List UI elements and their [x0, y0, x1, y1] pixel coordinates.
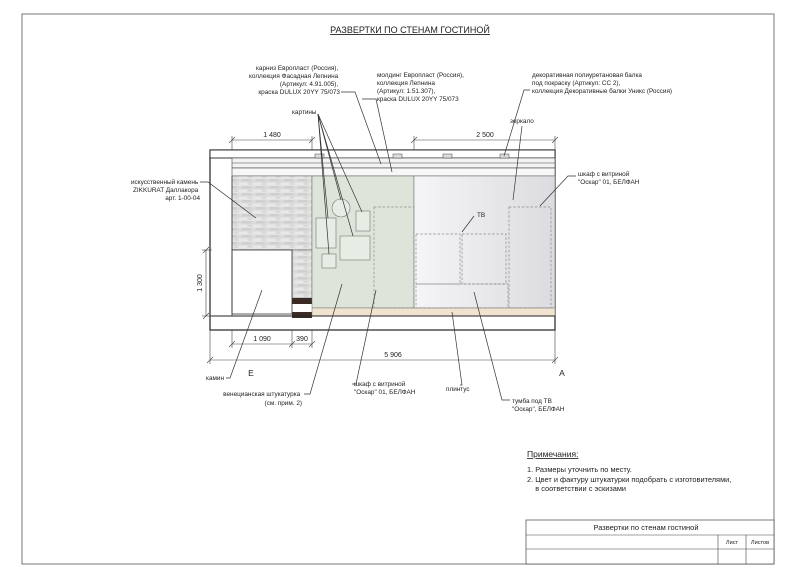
picture-frame	[315, 217, 337, 249]
notes-heading: Примечания:	[527, 449, 578, 459]
notes-list: 1. Размеры уточнить по месту. 2. Цвет и …	[527, 465, 733, 493]
stone-cladding	[231, 175, 313, 251]
spotlight	[442, 153, 453, 159]
cabinet-right-outline	[508, 206, 552, 309]
label-pictures: картины	[292, 109, 317, 116]
cabinet-left-outline	[373, 206, 415, 309]
leader-fireplace	[226, 289, 263, 379]
dim-height: 1 300	[197, 274, 204, 292]
leader-beam	[503, 89, 530, 157]
label-beam: декоративная полиуретановая балка под по…	[532, 71, 672, 95]
tv-stand-outline	[415, 283, 509, 309]
dim-bottom-a: 1 090	[253, 336, 271, 343]
dimension-lines: 1 480 2 500 1 300 1 090 390 5 906	[197, 132, 559, 364]
stamp-title: Развертки по стенам гостиной	[593, 523, 698, 532]
title-block: Развертки по стенам гостиной Лист Листов	[525, 519, 775, 565]
sheet-frame	[21, 13, 775, 565]
label-plinth: плинтус	[446, 386, 470, 393]
note-item: 1. Размеры уточнить по месту.	[527, 465, 632, 474]
dim-total: 5 906	[384, 352, 402, 359]
leader-plaster	[304, 283, 343, 395]
picture-frame	[355, 210, 371, 232]
dim-bottom-b: 390	[296, 336, 308, 343]
label-plaster: венецианская штукатурка (см. прим. 2)	[223, 391, 302, 407]
note-item: в соответствии с эскизами	[527, 484, 626, 493]
elevation-mark-left: Е	[248, 368, 254, 378]
wall-elevation	[209, 149, 556, 331]
tv-outline	[415, 233, 461, 285]
leader-plinth	[451, 311, 463, 386]
label-mirror: зеркало	[510, 118, 534, 125]
dim-top-left: 1 480	[263, 132, 281, 139]
stamp-sheet: Лист	[726, 540, 739, 546]
fireplace	[231, 249, 293, 315]
leader-cabinet-right	[539, 175, 576, 207]
mirror-wall	[413, 175, 556, 309]
label-cabinet-right: шкаф с витриной "Оскар" 01, БЕЛФАН	[578, 170, 640, 186]
label-tv: ТВ	[477, 212, 485, 219]
fireplace-base	[292, 312, 312, 318]
leader-tv-stand	[473, 291, 510, 401]
label-stone: искусственный камень ZIKKURAT Даллакора …	[131, 178, 200, 202]
leader-mirror	[512, 125, 523, 201]
fireplace-hearth	[292, 298, 312, 304]
picture-round	[331, 198, 351, 218]
dim-top-right: 2 500	[476, 132, 494, 139]
leader-cabinet-bottom	[352, 289, 377, 385]
elevation-mark-right: А	[559, 368, 565, 378]
label-cornice: карниз Европласт (Россия), коллекция Фас…	[249, 65, 340, 96]
stamp-sheets: Листов	[751, 540, 769, 546]
leader-tv	[461, 215, 475, 233]
plinth	[311, 307, 556, 317]
label-cabinet-bottom: шкаф с витриной "Оскар" 01, БЕЛФАН	[354, 380, 416, 396]
sheet-title: РАЗВЕРТКИ ПО СТЕНАМ ГОСТИНОЙ	[330, 24, 490, 35]
stone-cladding-lower	[291, 249, 313, 299]
leader-cornice	[341, 91, 382, 165]
label-tv-stand: тумба под ТВ "Оскар", БЕЛФАН	[512, 397, 565, 413]
spotlight	[392, 153, 403, 159]
leader-stone	[200, 181, 257, 219]
picture-frame	[339, 235, 371, 261]
label-molding: молдинг Европласт (Россия), коллекция Ле…	[377, 72, 466, 103]
molding	[231, 167, 556, 177]
leader-molding	[362, 98, 393, 173]
label-fireplace: камин	[206, 375, 224, 382]
spotlight	[314, 153, 325, 159]
note-item: 2. Цвет и фактуру штукатурки подобрать с…	[527, 475, 731, 484]
tv-outline-2	[461, 233, 507, 285]
picture-frame	[321, 253, 337, 269]
